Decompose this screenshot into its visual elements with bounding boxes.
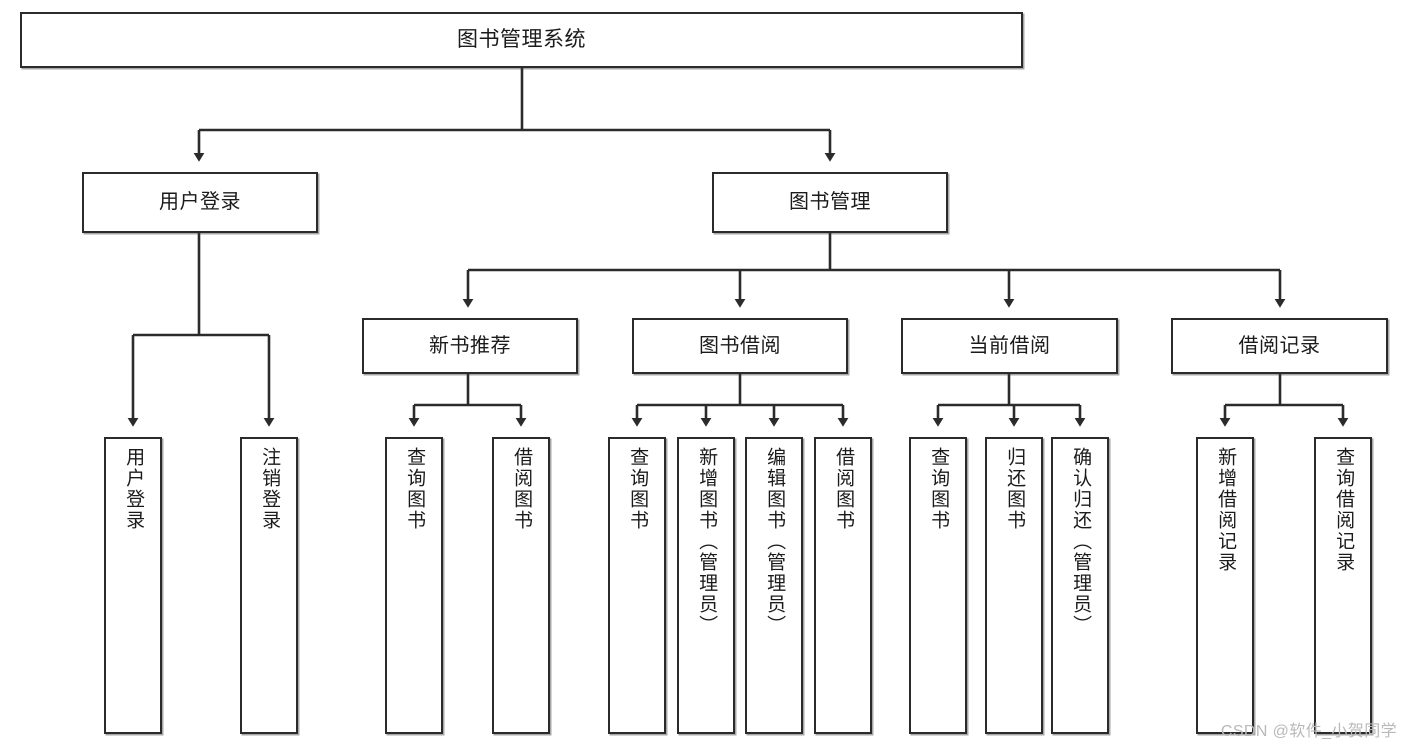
leaf-user-login-login[interactable]: 用户登录	[104, 437, 162, 734]
leaf-book-borrow-borrow-book[interactable]: 借阅图书	[814, 437, 872, 734]
node-label: 编辑图书（管理员）	[764, 447, 786, 636]
leaf-book-borrow-edit-book-admin[interactable]: 编辑图书（管理员）	[745, 437, 803, 734]
node-label: 用户登录	[123, 447, 145, 531]
node-label: 图书借阅	[699, 334, 781, 357]
leaf-book-borrow-query-book[interactable]: 查询图书	[608, 437, 666, 734]
node-label: 新书推荐	[429, 334, 511, 357]
node-label: 图书管理系统	[457, 28, 586, 52]
node-label: 新增图书（管理员）	[696, 447, 718, 636]
leaf-new-book-borrow-book[interactable]: 借阅图书	[492, 437, 550, 734]
node-book-management[interactable]: 图书管理	[712, 172, 948, 233]
node-label: 借阅图书	[511, 447, 533, 531]
node-label: 查询图书	[928, 447, 950, 531]
node-label: 图书管理	[789, 191, 871, 214]
leaf-borrow-record-query-record[interactable]: 查询借阅记录	[1314, 437, 1372, 734]
node-label: 查询图书	[404, 447, 426, 531]
node-label: 当前借阅	[968, 334, 1051, 357]
node-label: 注销登录	[259, 447, 281, 531]
node-label: 借阅图书	[833, 447, 855, 531]
node-label: 用户登录	[159, 191, 241, 214]
node-new-book-recommend[interactable]: 新书推荐	[362, 318, 578, 374]
node-label: 借阅记录	[1238, 334, 1321, 357]
leaf-current-borrow-return-book[interactable]: 归还图书	[985, 437, 1043, 734]
leaf-borrow-record-add-record[interactable]: 新增借阅记录	[1196, 437, 1254, 734]
leaf-user-login-logout[interactable]: 注销登录	[240, 437, 298, 734]
node-root-book-management-system[interactable]: 图书管理系统	[20, 12, 1023, 68]
node-label: 归还图书	[1004, 447, 1026, 531]
leaf-book-borrow-add-book-admin[interactable]: 新增图书（管理员）	[677, 437, 735, 734]
node-label: 查询借阅记录	[1333, 447, 1355, 573]
leaf-new-book-query-book[interactable]: 查询图书	[385, 437, 443, 734]
leaf-current-borrow-query-book[interactable]: 查询图书	[909, 437, 967, 734]
leaf-current-borrow-confirm-return-admin[interactable]: 确认归还（管理员）	[1051, 437, 1109, 734]
node-book-borrow[interactable]: 图书借阅	[632, 318, 848, 374]
node-borrow-record[interactable]: 借阅记录	[1171, 318, 1388, 374]
node-current-borrow[interactable]: 当前借阅	[901, 318, 1118, 374]
node-label: 查询图书	[627, 447, 649, 531]
node-label: 确认归还（管理员）	[1070, 447, 1092, 636]
node-label: 新增借阅记录	[1215, 447, 1237, 573]
node-user-login[interactable]: 用户登录	[82, 172, 318, 233]
